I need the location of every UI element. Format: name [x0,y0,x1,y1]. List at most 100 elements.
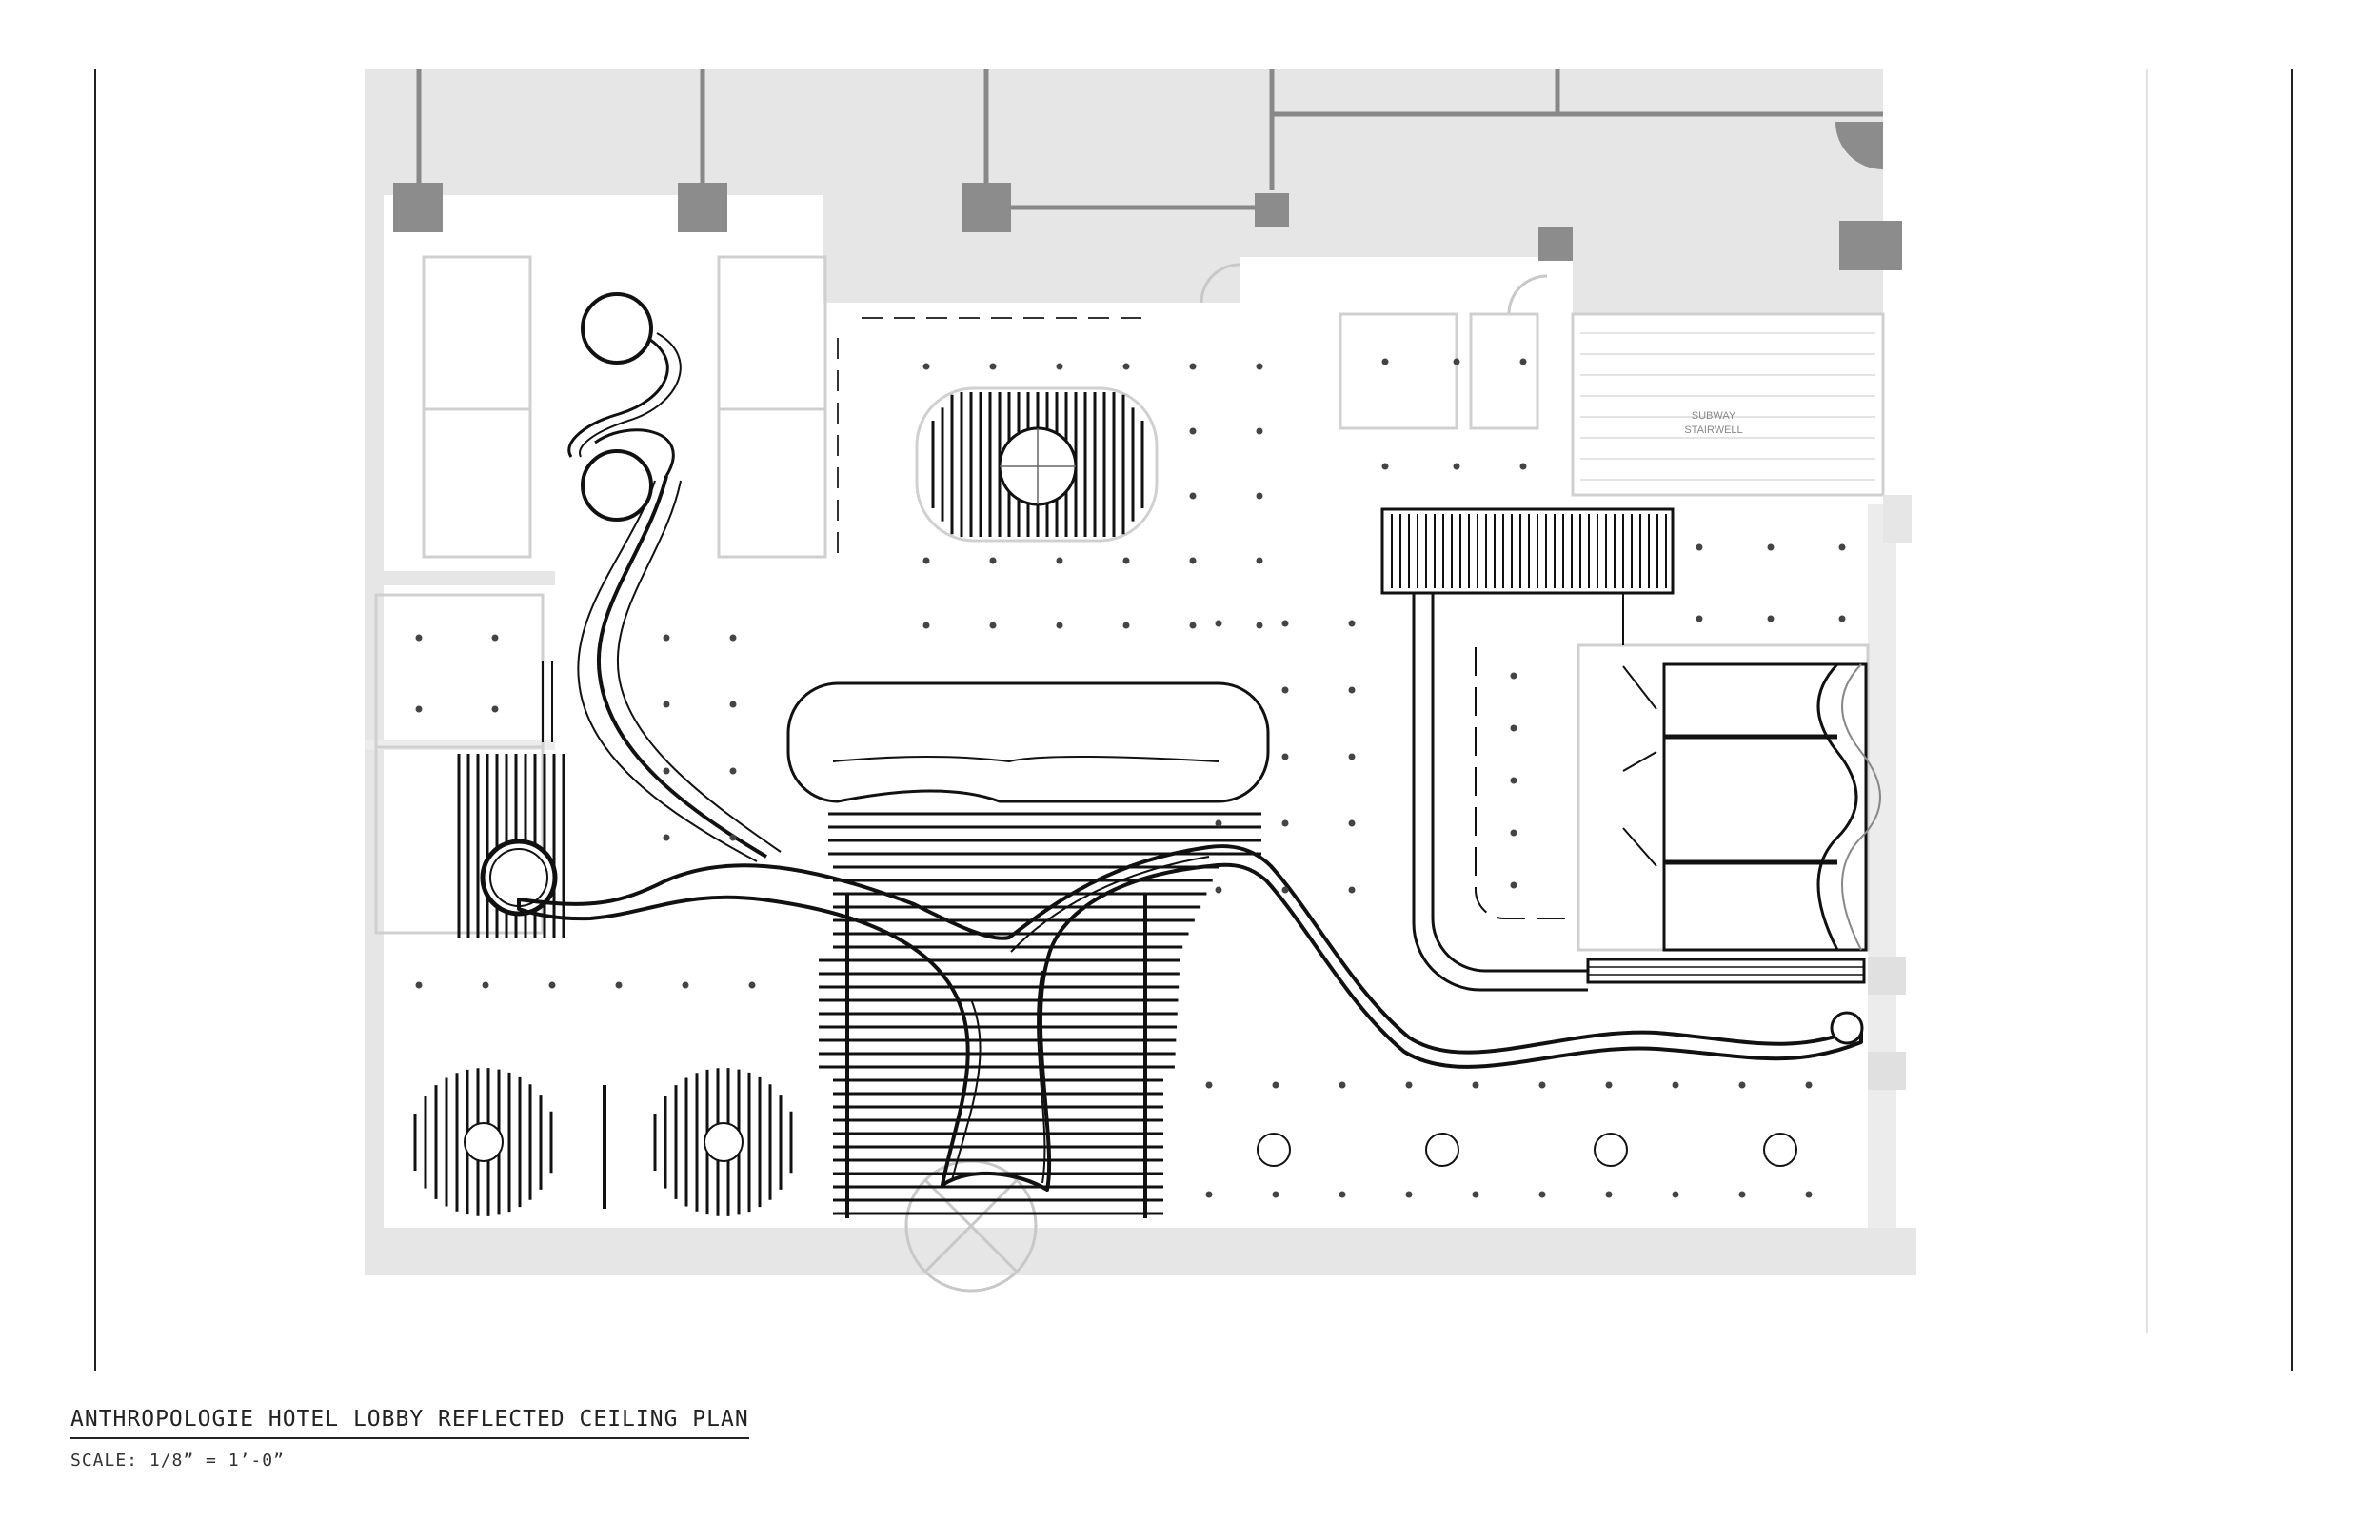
downlight [1189,622,1197,629]
downlight [1510,672,1517,680]
downlight [1805,1081,1813,1089]
downlight [1767,543,1775,551]
downlight [1256,622,1263,629]
downlight [1122,557,1130,564]
downlight [729,634,737,642]
downlight [491,634,499,642]
stairwell-label: SUBWAY [1692,410,1736,422]
pendant-fixture [1763,1133,1797,1167]
downlight [922,363,930,370]
downlight [663,634,670,642]
downlight [1205,1081,1213,1089]
downlight [1281,886,1289,894]
column [962,183,1011,232]
back-of-house-area [365,69,1916,1275]
back-of-house-partitions [416,69,1883,210]
downlight [1256,557,1263,564]
downlight [1189,427,1197,435]
downlight [1215,620,1222,627]
downlight [1381,358,1389,365]
downlight [1272,1191,1279,1198]
column [1538,227,1573,261]
downlight [1272,1081,1279,1089]
downlight [922,557,930,564]
downlight [415,705,423,713]
downlight [1189,557,1197,564]
downlight [1510,881,1517,889]
downlight [1519,463,1527,470]
tree-sculpture [517,292,1864,1192]
downlight [1510,724,1517,732]
downlight [663,701,670,708]
downlight [1381,463,1389,470]
downlight [1056,622,1063,629]
downlight [1472,1081,1479,1089]
downlight [1838,543,1846,551]
column [1255,193,1289,227]
downlight [1256,492,1263,500]
downlight [1205,1191,1213,1198]
downlight [748,981,756,989]
downlight [1519,358,1527,365]
downlight [1215,886,1222,894]
downlight [1767,615,1775,622]
downlight [663,767,670,775]
entry-canopy [1380,507,1866,992]
downlight [1738,1081,1746,1089]
right-wall-detail [1138,495,1912,1275]
downlight [729,834,737,841]
downlight [1189,492,1197,500]
downlight [1348,620,1356,627]
subway-stairwell: SUBWAY STAIRWELL [1580,332,1875,481]
soffit-outline [837,317,1147,557]
downlight [1696,543,1703,551]
downlight [615,981,623,989]
downlight [989,557,997,564]
central-rounded-panel [786,681,1270,803]
downlight [1281,753,1289,760]
downlight [491,705,499,713]
drawing-title: ANTHROPOLOGIE HOTEL LOBBY REFLECTED CEIL… [70,1407,749,1439]
downlight [1122,363,1130,370]
downlight [1472,1191,1479,1198]
downlight-fixtures [415,358,1846,1198]
downlight [1453,358,1460,365]
downlight [1281,620,1289,627]
title-block: ANTHROPOLOGIE HOTEL LOBBY REFLECTED CEIL… [70,1407,749,1471]
column [1839,221,1902,270]
downlight [1510,777,1517,784]
downlight [1122,622,1130,629]
downlight [1672,1191,1679,1198]
round-slatted-panels [413,1068,793,1216]
downlight [1605,1081,1613,1089]
downlight [1696,615,1703,622]
column [393,183,443,232]
tree-branch-circle [1830,1011,1864,1045]
downlight [1339,1081,1346,1089]
downlight [1339,1191,1346,1198]
downlight [1056,557,1063,564]
downlight [1605,1191,1613,1198]
downlight [729,701,737,708]
stairwell-label: STAIRWELL [1684,424,1742,436]
downlight [1738,1191,1746,1198]
downlight [989,363,997,370]
downlight [1838,615,1846,622]
downlight [415,634,423,642]
downlight [1056,363,1063,370]
downlight [1215,819,1222,827]
pendant-fixture [1425,1133,1459,1167]
pendant-fixtures [1257,1133,1797,1167]
downlight [1348,753,1356,760]
downlight [1256,427,1263,435]
downlight [1256,363,1263,370]
downlight [1538,1191,1546,1198]
downlight [415,981,423,989]
structural-columns [393,183,1902,270]
downlight [682,981,689,989]
pendant-fixture [1257,1133,1291,1167]
downlight [1672,1081,1679,1089]
downlight [1281,819,1289,827]
downlight [1348,686,1356,694]
